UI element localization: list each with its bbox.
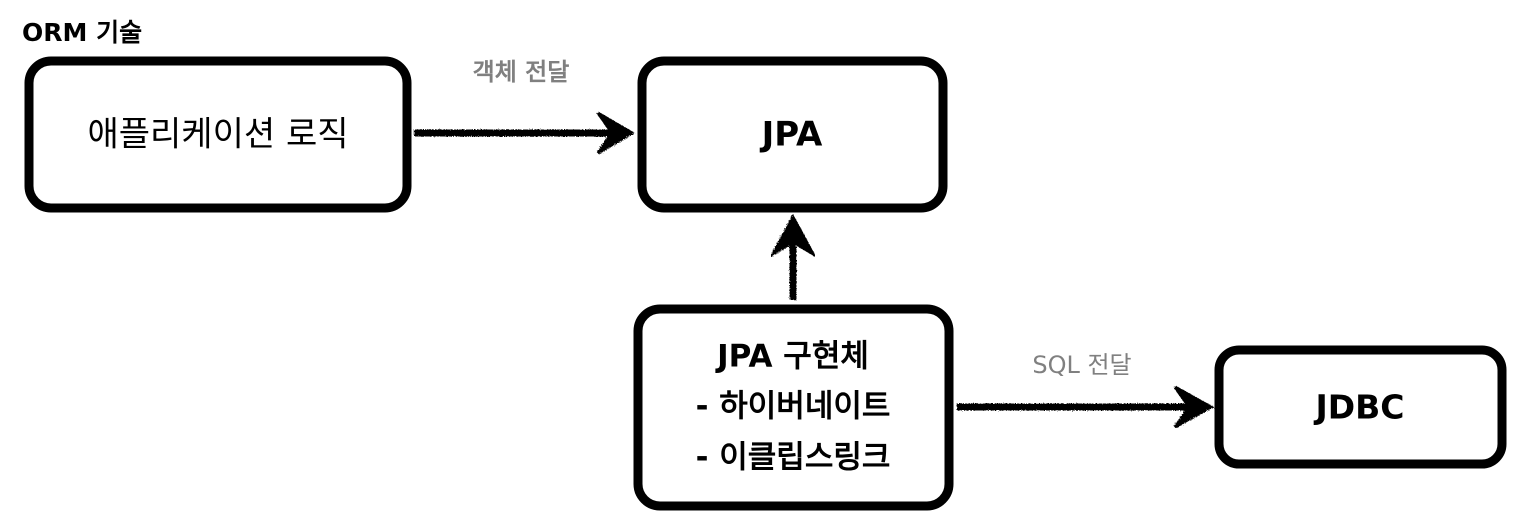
jpa-impl-box: [633, 304, 954, 511]
jpa-impl-node: JPA 구현체 - 하이버네이트 - 이클립스링크: [633, 304, 954, 511]
sql-transfer-label: SQL 전달: [1032, 351, 1131, 379]
jdbc-label: JDBC: [1313, 388, 1404, 427]
object-transfer-arrow: [414, 111, 635, 155]
jpa-impl-eclipselink: - 이클립스링크: [696, 440, 891, 476]
object-transfer-arrow-head: [596, 111, 635, 155]
implements-arrow-head: [769, 213, 817, 259]
sql-transfer-arrow: [957, 385, 1215, 429]
implements-arrow: [769, 213, 817, 300]
jpa-impl-hibernate: - 하이버네이트: [696, 389, 891, 425]
app-logic-box: [24, 56, 412, 213]
jpa-node: JPA: [637, 56, 948, 213]
jdbc-node: JDBC: [1214, 345, 1507, 469]
jdbc-box: [1214, 345, 1507, 469]
object-transfer-label: 객체 전달: [473, 58, 570, 86]
diagram-title: ORM 기술: [22, 18, 142, 47]
jpa-label: JPA: [760, 115, 823, 155]
app-logic-node: 애플리케이션 로직: [24, 56, 412, 213]
app-logic-label: 애플리케이션 로직: [87, 115, 348, 155]
jpa-box: [637, 56, 948, 213]
sql-transfer-arrow-head: [1173, 385, 1215, 429]
jpa-impl-title: JPA 구현체: [715, 339, 869, 375]
